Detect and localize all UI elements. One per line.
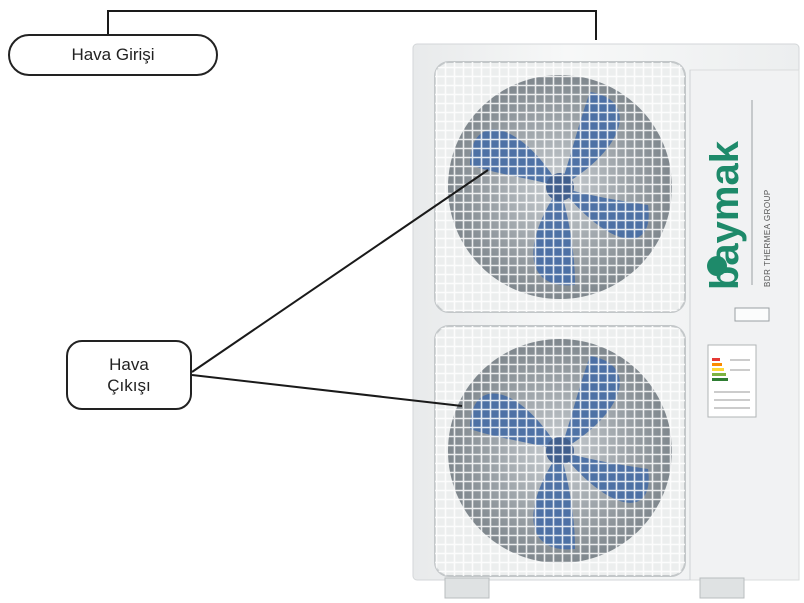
lower-fan	[434, 325, 686, 577]
inlet-connector-line	[107, 10, 597, 40]
unit-foot-right	[699, 577, 745, 599]
energy-label	[707, 344, 757, 418]
upper-fan	[434, 61, 686, 313]
air-outlet-callout: Hava Çıkışı	[66, 340, 192, 410]
outlet-connector-line-upper	[191, 169, 489, 373]
brand-group-text: BDR THERMEA GROUP	[763, 189, 772, 287]
air-inlet-label: Hava Girişi	[71, 45, 155, 64]
outdoor-unit: baymak BDR THERMEA GROUP	[412, 43, 800, 599]
unit-foot-left	[444, 577, 490, 599]
outlet-connector-line-lower	[191, 374, 463, 407]
air-outlet-label-line2: Çıkışı	[107, 376, 151, 395]
air-inlet-callout: Hava Girişi	[8, 34, 218, 76]
air-outlet-label-line1: Hava	[109, 355, 149, 374]
unit-side-panel	[689, 69, 800, 581]
display-window	[734, 307, 770, 322]
baymak-leaf-icon	[707, 256, 727, 276]
